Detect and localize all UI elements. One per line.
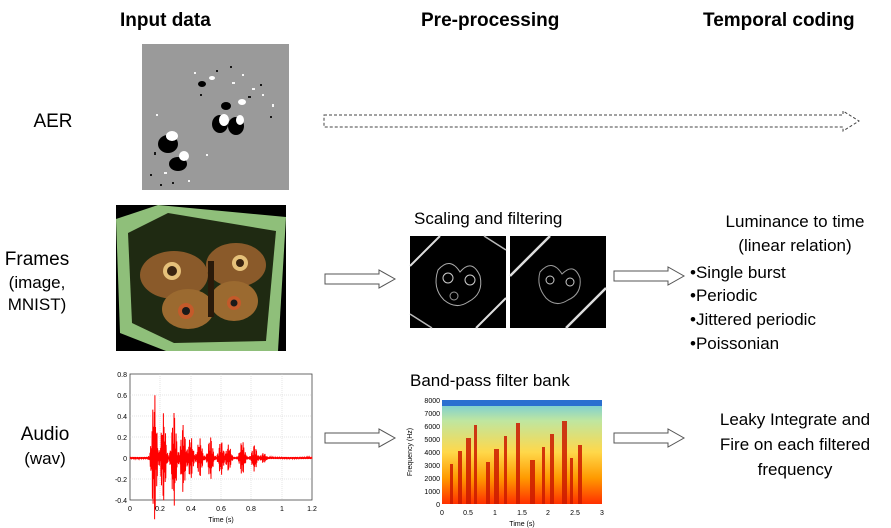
spectrogram-plot: 8000 7000 6000 5000 4000 3000 2000 1000 … xyxy=(407,398,604,528)
spectrogram-stripe xyxy=(494,449,499,504)
spec-ytick: 1000 xyxy=(424,489,440,496)
frames-sublabel-2: MNIST) xyxy=(7,295,67,314)
coding-item: •Jittered periodic xyxy=(690,310,816,329)
spectrogram-stripe xyxy=(474,425,477,504)
audio-arrow-1 xyxy=(324,428,397,448)
butterfly-frame-image xyxy=(116,205,286,351)
wave-xtick: 1 xyxy=(280,506,284,513)
row-label-aer: AER xyxy=(33,111,73,132)
filtered-image-2 xyxy=(509,235,607,329)
spec-xtick: 2.5 xyxy=(570,510,580,517)
frames-arrow-1 xyxy=(324,269,397,289)
audio-preprocessing-caption: Band-pass filter bank xyxy=(410,371,570,390)
spectrogram-stripe xyxy=(450,464,453,504)
aer-event-image xyxy=(142,44,289,190)
wave-xlabel: Time (s) xyxy=(208,517,233,524)
spec-ytick: 7000 xyxy=(424,411,440,418)
spec-xtick: 1 xyxy=(493,510,497,517)
wave-xtick: 0.4 xyxy=(186,506,196,513)
wave-xtick: 0.2 xyxy=(155,506,165,513)
wave-ytick: -0.4 xyxy=(115,498,127,505)
header-input-data: Input data xyxy=(120,10,211,31)
spec-ytick: 3000 xyxy=(424,463,440,470)
spectrogram-stripe xyxy=(530,460,535,504)
wave-xtick: 0.6 xyxy=(216,506,226,513)
spectrogram-stripe xyxy=(570,458,573,504)
header-preprocessing: Pre-processing xyxy=(421,10,560,31)
audio-coding-line-2: Fire on each filtered xyxy=(719,435,871,454)
spec-ytick: 8000 xyxy=(424,398,440,405)
row-label-frames: Frames xyxy=(4,249,70,270)
wave-xtick: 0.8 xyxy=(246,506,256,513)
spec-ytick: 5000 xyxy=(424,437,440,444)
wave-ytick: 0.6 xyxy=(117,393,127,400)
spec-ytick: 2000 xyxy=(424,476,440,483)
audio-coding-line-3: frequency xyxy=(757,460,833,479)
spec-ytick: 6000 xyxy=(424,424,440,431)
spec-xtick: 2 xyxy=(546,510,550,517)
coding-item: •Single burst xyxy=(690,263,786,282)
spectrogram-stripe xyxy=(516,423,520,504)
wave-ytick: 0.2 xyxy=(117,435,127,442)
audio-arrow-2 xyxy=(613,428,686,448)
spec-ytick: 0 xyxy=(436,502,440,509)
frames-sublabel-1: (image, xyxy=(8,273,66,292)
coding-item: •Poissonian xyxy=(690,334,780,353)
frames-coding-title-1: Luminance to time xyxy=(725,212,865,231)
header-temporal-coding: Temporal coding xyxy=(703,10,855,31)
spec-ylabel: Frequency (Hz) xyxy=(407,428,414,476)
spectrogram-stripe xyxy=(466,438,471,504)
frames-arrow-2 xyxy=(613,266,686,286)
spec-xtick: 0 xyxy=(440,510,444,517)
wave-xtick: 0 xyxy=(128,506,132,513)
frames-coding-title-2: (linear relation) xyxy=(738,236,852,255)
audio-sublabel: (wav) xyxy=(24,449,66,468)
waveform-plot: 0.8 0.6 0.4 0.2 0 -0.2 -0.4 0 0.2 0.4 0.… xyxy=(115,372,317,524)
aer-dashed-arrow xyxy=(323,110,860,132)
spec-xtick: 0.5 xyxy=(463,510,473,517)
coding-item: •Periodic xyxy=(690,286,758,305)
spectrogram-stripe xyxy=(562,421,567,504)
spec-xlabel: Time (s) xyxy=(509,521,534,528)
spectrogram-stripe xyxy=(486,462,490,504)
wave-xtick: 1.2 xyxy=(307,506,317,513)
spectrogram-stripe xyxy=(578,445,582,504)
row-label-audio: Audio xyxy=(20,424,70,445)
spec-xtick: 1.5 xyxy=(517,510,527,517)
spectrogram-stripe xyxy=(542,447,545,504)
frames-preprocessing-caption: Scaling and filtering xyxy=(414,209,563,228)
audio-coding-line-1: Leaky Integrate and xyxy=(719,410,871,429)
wave-ytick: 0.8 xyxy=(117,372,127,379)
spectrogram-stripe xyxy=(504,436,507,504)
spectrogram-stripe xyxy=(550,434,554,504)
wave-ytick: 0.4 xyxy=(117,414,127,421)
wave-ytick: -0.2 xyxy=(115,477,127,484)
spectrogram-stripe xyxy=(458,451,462,504)
spec-ytick: 4000 xyxy=(424,450,440,457)
spec-xtick: 3 xyxy=(600,510,604,517)
waveform-line xyxy=(129,395,313,520)
butterfly-icon xyxy=(140,243,266,329)
wave-ytick: 0 xyxy=(123,456,127,463)
filtered-image-1 xyxy=(409,235,507,329)
